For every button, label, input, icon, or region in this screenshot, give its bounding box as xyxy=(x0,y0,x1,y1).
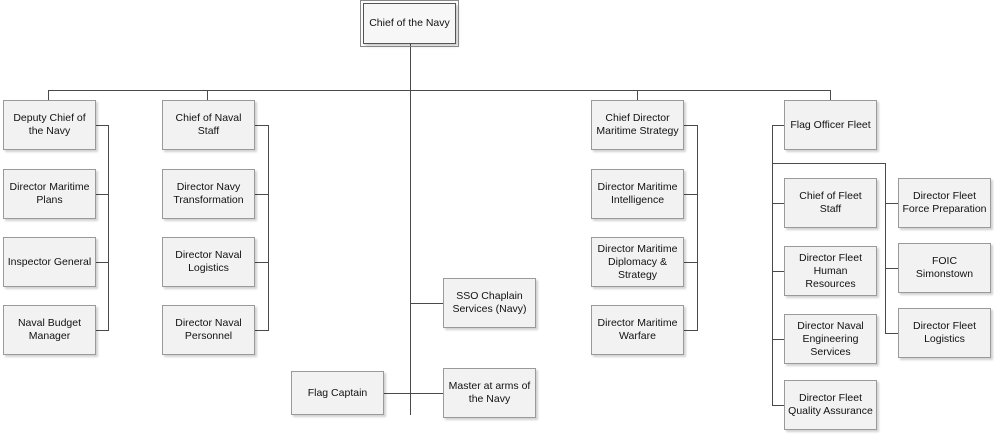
connector-c2-spine xyxy=(268,125,269,330)
node-flag-captain[interactable]: Flag Captain xyxy=(291,371,384,415)
node-label: Chief of Fleet Staff xyxy=(799,190,862,215)
connector-drop-col3 xyxy=(637,90,638,100)
node-deputy-chief-of-the-navy[interactable]: Deputy Chief of the Navy xyxy=(3,100,96,150)
node-label: Inspector General xyxy=(7,255,92,268)
connector-c4-child3 xyxy=(772,339,784,340)
connector-c4-child4 xyxy=(772,405,784,406)
node-director-naval-engineering-services[interactable]: Director Naval Engineering Services xyxy=(784,314,877,364)
node-label: Director Fleet Human Resources xyxy=(798,251,862,290)
node-director-fleet-logistics[interactable]: Director Fleet Logistics xyxy=(898,308,991,358)
node-director-maritime-diplomacy-strategy[interactable]: Director Maritime Diplomacy & Strategy xyxy=(591,237,684,287)
node-director-naval-logistics[interactable]: Director Naval Logistics xyxy=(162,237,255,287)
connector-c1-child1 xyxy=(95,194,109,195)
connector-c3-child3 xyxy=(684,330,698,331)
node-label: Director Maritime Plans xyxy=(9,181,90,206)
node-label: Director Maritime Intelligence xyxy=(597,181,678,206)
node-foic-simonstown[interactable]: FOIC Simonstown xyxy=(898,243,991,293)
node-chief-of-fleet-staff[interactable]: Chief of Fleet Staff xyxy=(784,178,877,228)
node-sso-chaplain-services-navy[interactable]: SSO Chaplain Services (Navy) xyxy=(443,278,536,328)
node-label: Deputy Chief of the Navy xyxy=(13,112,86,137)
node-director-maritime-warfare[interactable]: Director Maritime Warfare xyxy=(591,305,684,355)
node-label: Director Maritime Diplomacy & Strategy xyxy=(597,242,678,281)
connector-c5-spine xyxy=(885,163,886,333)
node-label: SSO Chaplain Services (Navy) xyxy=(452,290,527,315)
connector-c2-child1 xyxy=(255,194,269,195)
node-label: Director Naval Personnel xyxy=(175,317,242,342)
node-label: Director Navy Transformation xyxy=(173,181,244,206)
connector-c2-head-stub xyxy=(255,125,269,126)
node-label: Naval Budget Manager xyxy=(17,317,82,342)
connector-c4-spine xyxy=(772,125,773,405)
node-director-maritime-intelligence[interactable]: Director Maritime Intelligence xyxy=(591,169,684,219)
connector-root-trunk xyxy=(410,44,411,415)
node-chief-director-maritime-strategy[interactable]: Chief Director Maritime Strategy xyxy=(591,100,684,150)
connector-c4-child1 xyxy=(772,203,784,204)
connector-drop-col2 xyxy=(207,90,208,100)
node-chief-of-naval-staff[interactable]: Chief of Naval Staff xyxy=(162,100,255,150)
connector-c1-child3 xyxy=(95,330,109,331)
node-director-fleet-force-preparation[interactable]: Director Fleet Force Preparation xyxy=(898,178,991,228)
connector-drop-col1 xyxy=(48,90,49,100)
node-label: Director Naval Logistics xyxy=(175,249,242,274)
node-master-at-arms-of-the-navy[interactable]: Master at arms of the Navy xyxy=(443,368,536,418)
node-label: Director Fleet Quality Assurance xyxy=(788,392,873,417)
connector-c3-spine xyxy=(697,125,698,330)
node-label: Master at arms of the Navy xyxy=(448,380,531,405)
connector-c4-head-stub xyxy=(772,125,784,126)
node-director-maritime-plans[interactable]: Director Maritime Plans xyxy=(3,169,96,219)
connector-master-at-arms xyxy=(410,393,443,394)
node-label: Chief of Naval Staff xyxy=(175,112,242,137)
node-naval-budget-manager[interactable]: Naval Budget Manager xyxy=(3,305,96,355)
node-director-naval-personnel[interactable]: Director Naval Personnel xyxy=(162,305,255,355)
connector-c5-child2 xyxy=(885,268,898,269)
connector-c5-child3 xyxy=(885,333,898,334)
connector-c5-bracket-top xyxy=(772,163,886,164)
connector-sso-chaplain xyxy=(410,303,443,304)
node-label: Chief Director Maritime Strategy xyxy=(596,112,679,137)
node-label: Director Fleet Force Preparation xyxy=(902,190,987,215)
node-label: Chief of the Navy xyxy=(369,17,450,29)
node-label: Director Naval Engineering Services xyxy=(797,319,864,358)
connector-drop-col4 xyxy=(830,90,831,100)
node-director-fleet-human-resources[interactable]: Director Fleet Human Resources xyxy=(784,246,877,296)
node-label: Director Maritime Warfare xyxy=(597,317,678,342)
connector-c2-child3 xyxy=(255,330,269,331)
node-flag-officer-fleet[interactable]: Flag Officer Fleet xyxy=(784,100,877,150)
connector-c3-child2 xyxy=(684,262,698,263)
connector-c1-head-stub xyxy=(95,125,109,126)
node-director-fleet-quality-assurance[interactable]: Director Fleet Quality Assurance xyxy=(784,380,877,430)
connector-flag-captain xyxy=(384,393,411,394)
node-inspector-general[interactable]: Inspector General xyxy=(3,237,96,287)
connector-c2-child2 xyxy=(255,262,269,263)
node-label: Flag Captain xyxy=(307,386,368,399)
node-label: Director Fleet Logistics xyxy=(912,320,976,345)
connector-c1-child2 xyxy=(95,262,109,263)
connector-c4-child2 xyxy=(772,271,784,272)
node-label: FOIC Simonstown xyxy=(915,255,974,280)
connector-c3-child1 xyxy=(684,194,698,195)
connector-c5-child1 xyxy=(885,203,898,204)
node-chief-of-the-navy[interactable]: Chief of the Navy xyxy=(360,0,459,47)
node-label: Flag Officer Fleet xyxy=(790,118,871,131)
connector-c3-head-stub xyxy=(684,125,698,126)
connector-c1-spine xyxy=(108,125,109,330)
connector-top-bus xyxy=(48,90,830,91)
node-director-navy-transformation[interactable]: Director Navy Transformation xyxy=(162,169,255,219)
